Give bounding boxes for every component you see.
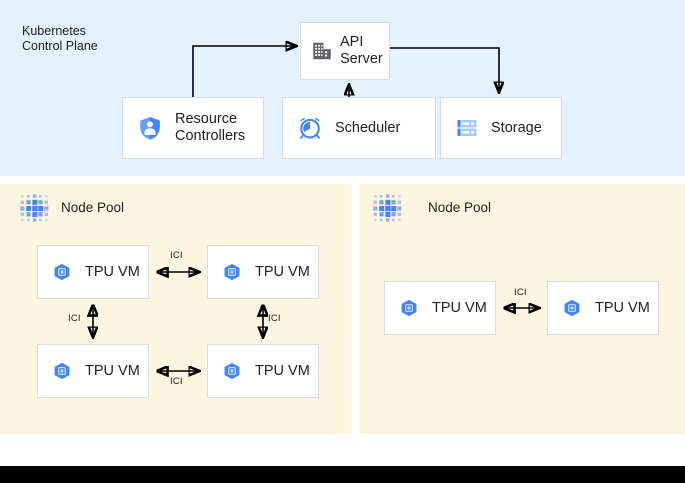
ici-label-ab: ICI: [170, 250, 183, 261]
tpu-vm-box-a[interactable]: TPU VM: [37, 245, 149, 299]
tpu-vm-box-c[interactable]: TPU VM: [37, 344, 149, 398]
node-pool-left-title: Node Pool: [61, 200, 125, 215]
storage-box[interactable]: Storage: [440, 97, 562, 159]
ici-label-ef: ICI: [514, 287, 527, 298]
tpu-hexagon-icon: [224, 362, 240, 380]
api-server-label: API Server: [340, 34, 383, 67]
tpu-hexagon-icon: [54, 362, 70, 380]
tpu-vm-box-e[interactable]: TPU VM: [384, 281, 496, 335]
tpu-vm-label-f: TPU VM: [595, 299, 650, 316]
resource-controllers-box[interactable]: Resource Controllers: [122, 97, 264, 159]
footer-bar: [0, 466, 685, 483]
alarm-clock-icon: [299, 117, 321, 139]
node-pool-right-title: Node Pool: [428, 200, 492, 215]
node-pool-dots-icon: [373, 194, 402, 222]
building-icon: [313, 42, 331, 60]
storage-label: Storage: [491, 119, 542, 136]
tpu-vm-label-d: TPU VM: [255, 362, 310, 379]
scheduler-label: Scheduler: [335, 119, 401, 136]
database-storage-icon: [457, 120, 477, 136]
tpu-vm-box-b[interactable]: TPU VM: [207, 245, 319, 299]
tpu-vm-label-e: TPU VM: [432, 299, 487, 316]
tpu-hexagon-icon: [401, 299, 417, 317]
tpu-vm-box-f[interactable]: TPU VM: [547, 281, 659, 335]
tpu-hexagon-icon: [224, 263, 240, 281]
tpu-vm-label-a: TPU VM: [85, 263, 140, 280]
tpu-hexagon-icon: [54, 263, 70, 281]
tpu-vm-box-d[interactable]: TPU VM: [207, 344, 319, 398]
tpu-vm-label-c: TPU VM: [85, 362, 140, 379]
scheduler-box[interactable]: Scheduler: [282, 97, 436, 159]
node-pool-dots-icon: [20, 194, 49, 222]
api-server-box[interactable]: API Server: [300, 22, 390, 80]
tpu-vm-label-b: TPU VM: [255, 263, 310, 280]
control-plane-title: Kubernetes Control Plane: [22, 24, 98, 53]
resource-controllers-label: Resource Controllers: [175, 111, 246, 144]
ici-label-bd: ICI: [268, 313, 281, 324]
tpu-hexagon-icon: [564, 299, 580, 317]
ici-label-ac: ICI: [68, 313, 81, 324]
shield-user-icon: [140, 116, 160, 140]
ici-label-cd: ICI: [170, 376, 183, 387]
